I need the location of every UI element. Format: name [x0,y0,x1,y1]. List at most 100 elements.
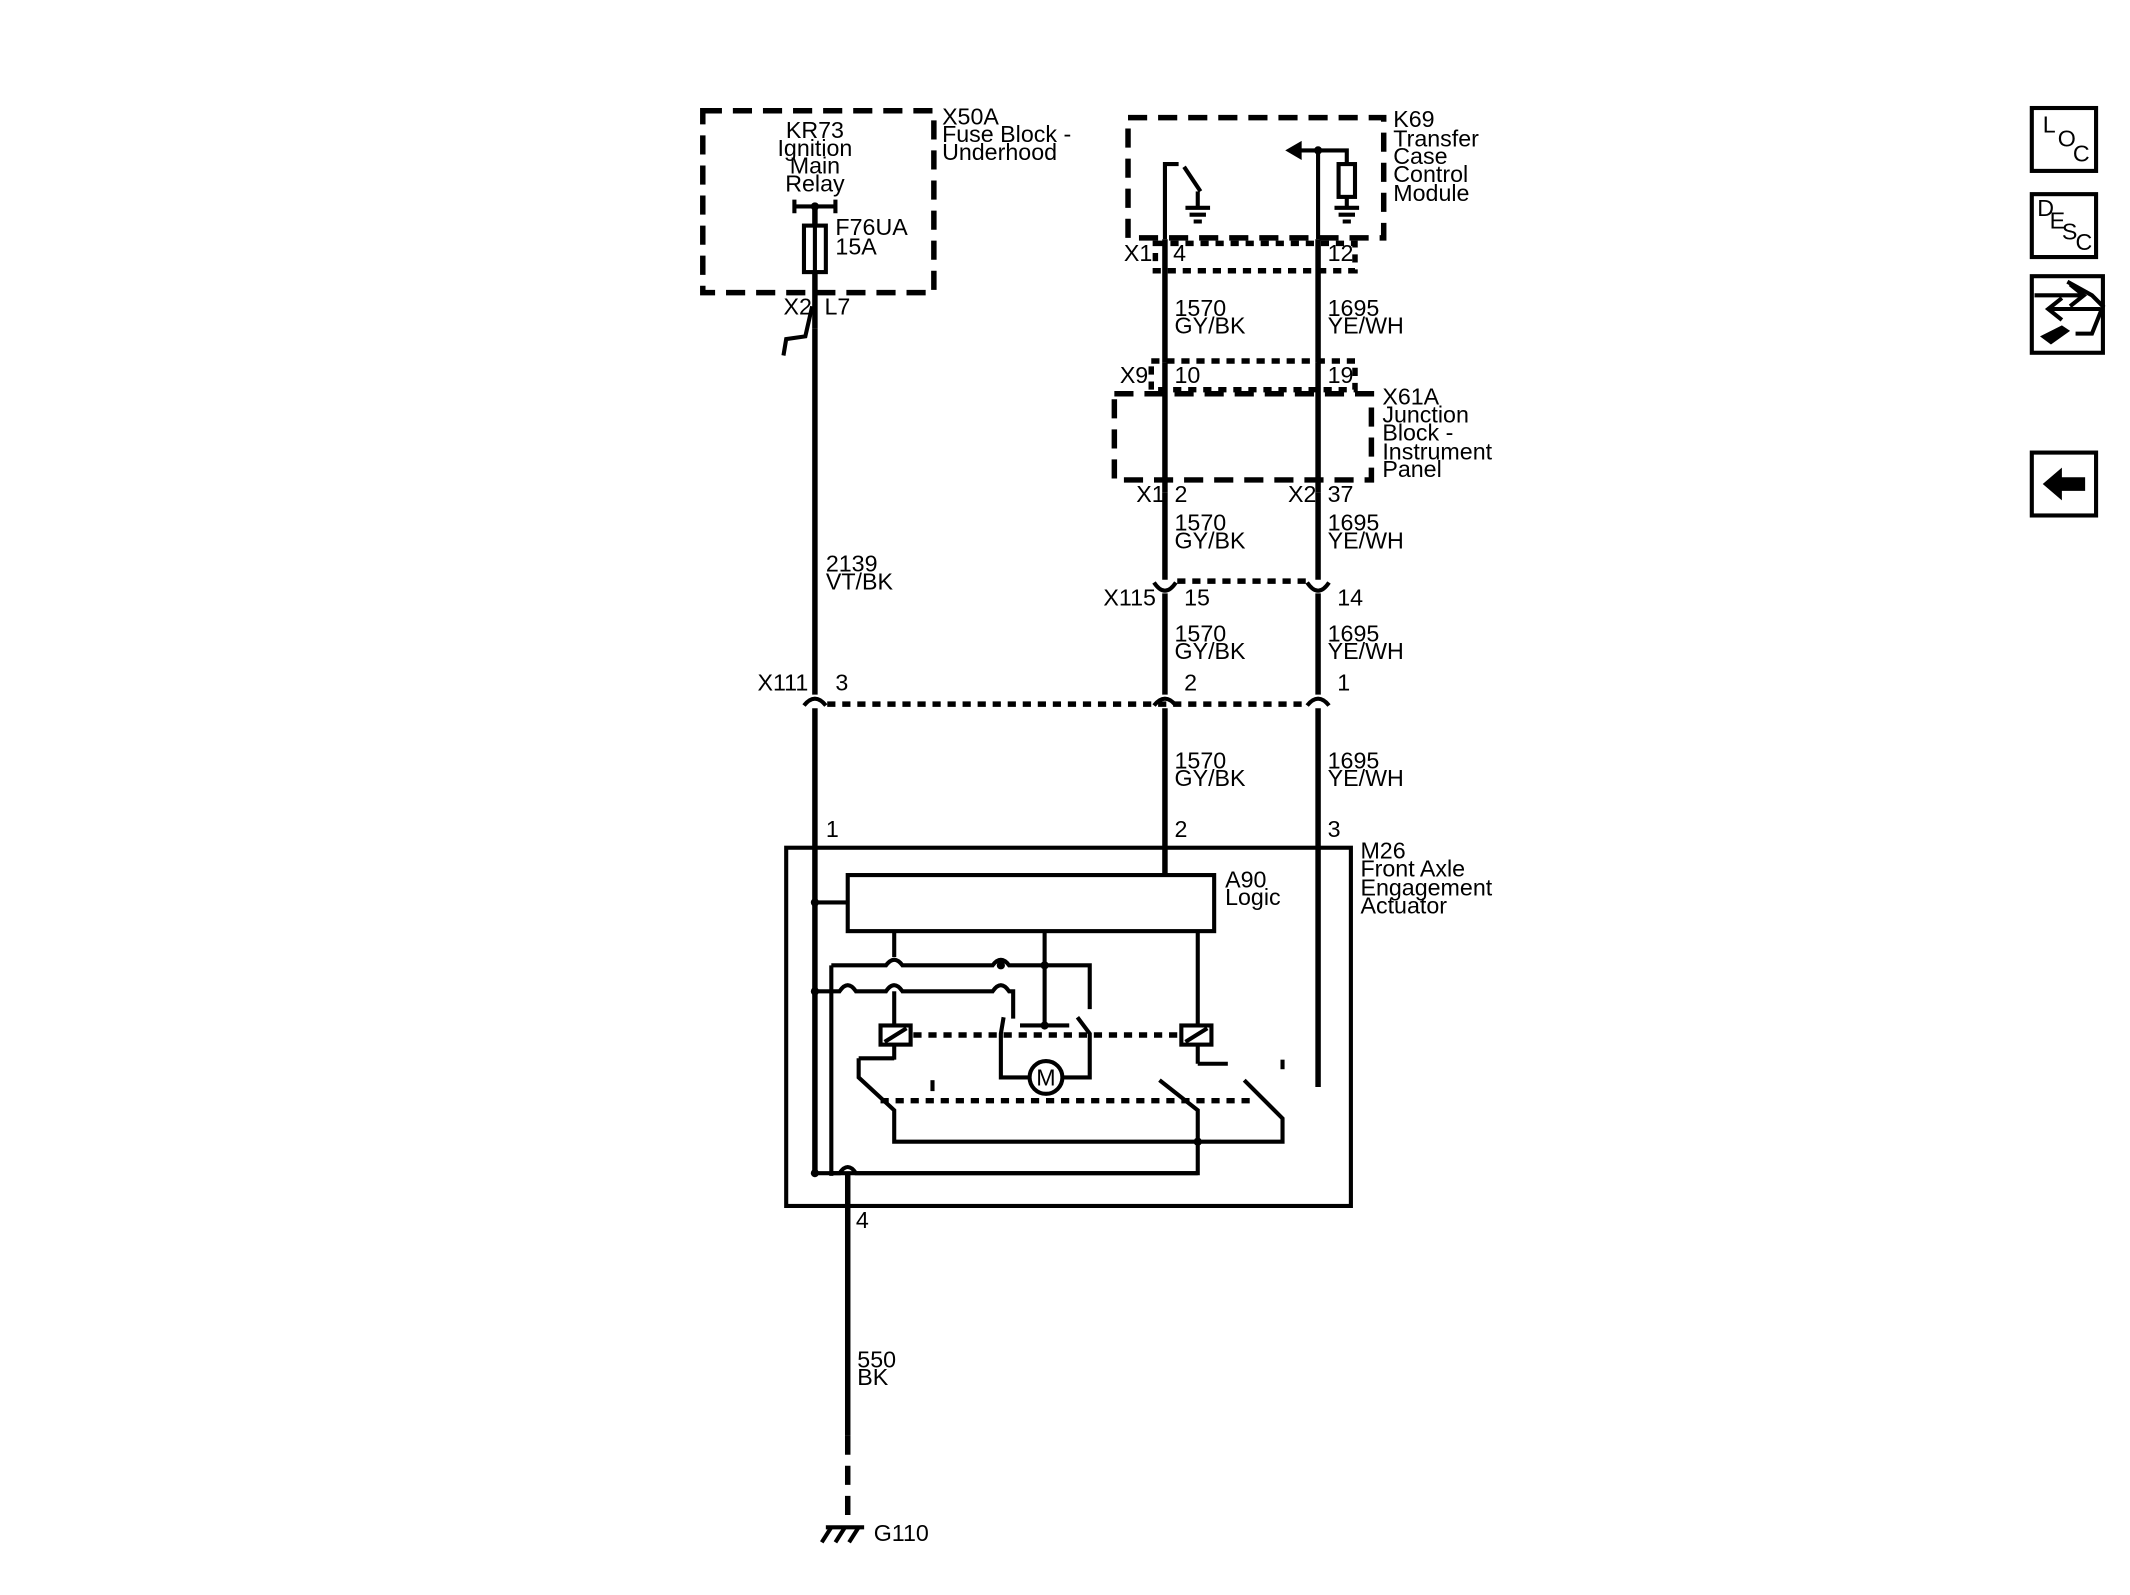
x61a-name-1: Junction [1382,401,1469,427]
x111-pin-b: 2 [1184,669,1197,695]
x115-pin-b: 14 [1337,585,1363,611]
wire-1695-color-2: YE/WH [1328,527,1404,553]
wire-1695-circuit-4: 1695 [1328,747,1380,773]
x2-connector-label: X2 [783,293,811,319]
wire-1695-to-m26[interactable]: 1695 YE/WH [1315,708,1404,1088]
wire-1695-color-1: YE/WH [1328,313,1404,339]
back-arrow-icon [2042,467,2086,501]
wire-1695-k69[interactable]: 1695 YE/WH [1315,239,1404,363]
module-k69[interactable]: K69 Transfer Case Control Module [1125,106,1479,241]
x2-pin-label: L7 [824,293,850,319]
x9-pin-a: 10 [1175,362,1201,388]
k69-name-1: Transfer [1393,125,1479,151]
kr73-name-4: Relay [785,170,845,196]
m26-pin-2: 2 [1175,816,1188,842]
x50a-name-2: Underhood [942,139,1057,165]
x9-label: X9 [1120,362,1148,388]
wire-1570-circuit-1: 1570 [1175,295,1227,321]
wire-1695-color-3: YE/WH [1328,638,1404,664]
x115-pin-a: 15 [1184,585,1210,611]
desc-letter-e: E [2050,207,2066,233]
wire-1570-circuit-3: 1570 [1175,620,1227,646]
desc-letter-c: C [2076,229,2093,255]
m26-name-2: Engagement [1360,875,1492,901]
junction-block-x61a[interactable]: X61A Junction Block - Instrument Panel X… [1111,362,1493,507]
wire-1695-circuit-2: 1695 [1328,510,1380,536]
wire-1570-x61a[interactable]: 1570 GY/BK [1162,492,1246,580]
wire-1570-circuit-4: 1570 [1175,747,1227,773]
logic-a90[interactable]: A90 Logic [845,866,1281,934]
wire-1695-circuit-3: 1695 [1328,620,1380,646]
fuse-block-x50a[interactable]: X50A Fuse Block - Underhood [700,103,1071,296]
m26-pin-4: 4 [856,1207,869,1233]
relay-kr73[interactable]: KR73 Ignition Main Relay [777,117,852,214]
x61a-name-2: Block - [1382,419,1453,445]
kr73-name-2: Ignition [777,135,852,161]
m26-name-3: Actuator [1360,892,1447,918]
wire-1570-circuit-2: 1570 [1175,510,1227,536]
x115-label: X115 [1103,585,1156,611]
wire-2139-color: VT/BK [826,568,894,594]
k69-x1-pin-a: 4 [1173,240,1186,266]
m26-name-1: Front Axle [1360,855,1465,881]
m26-pin-3: 3 [1328,816,1341,842]
fuse-f76ua[interactable]: F76UA 15A [801,206,908,329]
desc-button[interactable]: D E S C [2029,192,2099,260]
kr73-name-1: KR73 [786,117,844,143]
x50a-name-1: Fuse Block - [942,121,1071,147]
x111-label: X111 [757,669,808,695]
wire-1570-k69[interactable]: 1570 GY/BK [1162,239,1247,363]
x9-pin-b: 19 [1328,362,1354,388]
x61a-x2-label: X2 [1288,481,1316,507]
x111-pin-c: 1 [1337,669,1350,695]
desc-letter-s: S [2062,218,2078,244]
wire-1695-x61a[interactable]: 1695 YE/WH [1315,492,1404,580]
ground-g110[interactable]: G110 [820,1520,929,1546]
x50a-id: X50A [942,103,999,129]
actuator-m26[interactable]: 1 2 3 4 M26 Front Axle Engagement Actuat… [784,816,1493,1233]
k69-id: K69 [1393,106,1434,132]
wire-1570-x115[interactable]: 1570 GY/BK [1162,593,1247,695]
loc-letter-l: L [2043,112,2056,138]
connector-x9[interactable]: X9 10 19 [1120,358,1358,393]
wire-1570-color-3: GY/BK [1175,638,1247,664]
back-button[interactable] [2029,450,2099,518]
f76ua-rating: 15A [835,233,877,259]
connector-k69-x1[interactable]: X1 4 12 [1124,240,1358,274]
x111-pin-a: 3 [835,669,848,695]
a90-id: A90 [1225,866,1266,892]
wire-1695-x115[interactable]: 1695 YE/WH [1315,593,1404,695]
loc-button[interactable]: L O C [2029,105,2099,173]
kr73-name-3: Main [790,153,840,179]
wire-1570-color-4: GY/BK [1175,765,1247,791]
connector-x115[interactable]: X115 15 14 [1103,578,1363,611]
desc-letter-d: D [2037,195,2054,221]
x61a-name-4: Panel [1382,456,1441,482]
ground-label: G110 [874,1520,929,1546]
connector-x111[interactable]: X111 3 2 1 [757,669,1350,707]
a90-name: Logic [1225,884,1281,910]
wire-550-color: BK [857,1364,888,1390]
x61a-id: X61A [1382,384,1439,410]
connector-end-view-icon[interactable] [2029,274,2106,355]
wire-1695-color-4: YE/WH [1328,765,1404,791]
k69-name-4: Module [1393,180,1469,206]
wire-1570-to-m26[interactable]: 1570 GY/BK [1162,708,1247,876]
wire-2139-circuit: 2139 [826,551,878,577]
wire-1695-circuit-1: 1695 [1328,295,1380,321]
wire-1570-color-1: GY/BK [1175,313,1247,339]
wire-2139[interactable]: 2139 VT/BK [812,328,894,695]
x61a-x1-pin: 2 [1175,481,1188,507]
x61a-name-3: Instrument [1382,438,1492,464]
m26-id: M26 [1360,838,1405,864]
m26-pin-1: 1 [826,816,839,842]
x61a-x1-label: X1 [1136,481,1164,507]
wire-550[interactable]: 550 BK [844,1346,896,1525]
f76ua-id: F76UA [835,214,908,240]
motor-symbol: M [1036,1065,1055,1091]
k69-name-3: Control [1393,161,1468,187]
loc-letter-c: C [2073,140,2090,166]
connector-x2-l7[interactable]: X2 L7 [781,293,850,356]
k69-x1-pin-b: 12 [1328,240,1354,266]
